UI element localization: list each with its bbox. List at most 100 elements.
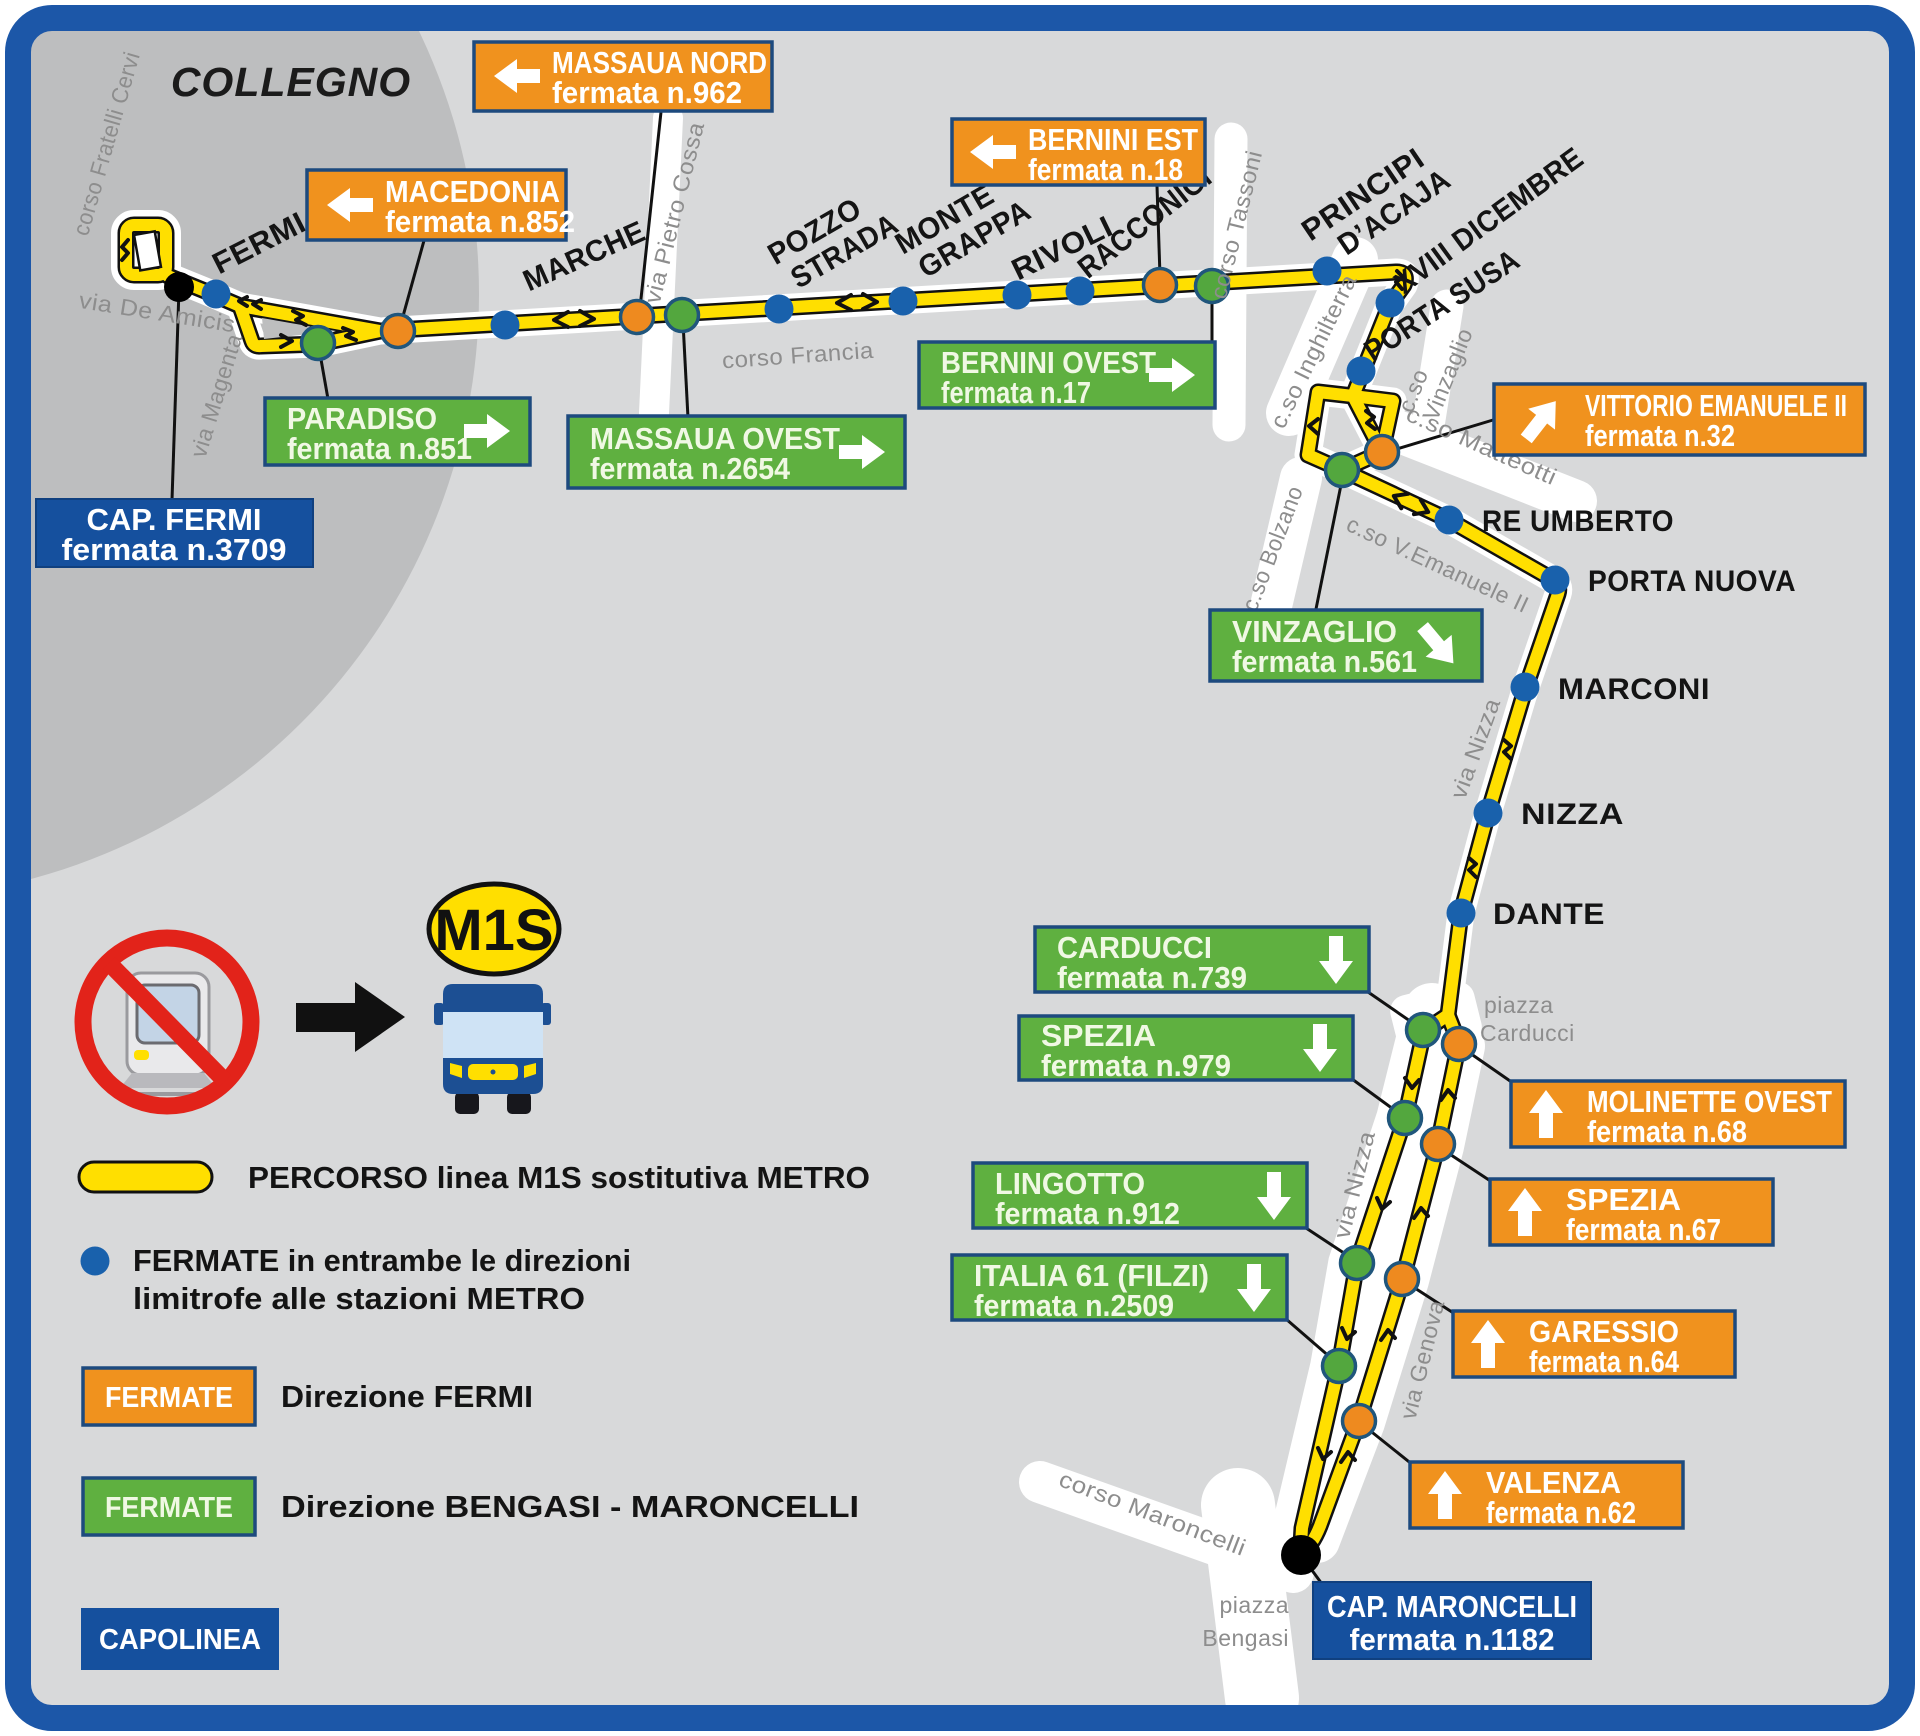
dot-spezia-67	[1419, 1125, 1457, 1163]
svg-text:BERNINI OVEST: BERNINI OVEST	[941, 345, 1156, 380]
stop-box-bernini-ovest: BERNINI OVEST fermata n.17	[917, 340, 1217, 410]
svg-text:ITALIA 61 (FILZI): ITALIA 61 (FILZI)	[974, 1258, 1209, 1293]
svg-text:fermata n.852: fermata n.852	[385, 204, 575, 239]
bus-front-icon	[434, 984, 551, 1114]
legend: M1S PERCORSO linea M1S	[74, 881, 870, 1670]
label-piazza-bengasi-line1: piazza	[1220, 1592, 1289, 1618]
connector-lines	[170, 111, 1514, 1585]
svg-text:fermata n.18: fermata n.18	[1028, 152, 1183, 187]
dot-principi-dacaja	[1312, 256, 1342, 286]
svg-text:fermata n.2654: fermata n.2654	[590, 451, 791, 486]
dot-italia-61	[1320, 1347, 1358, 1385]
stop-box-carducci: CARDUCCI fermata n.739	[1033, 925, 1371, 995]
station-porta-nuova: PORTA NUOVA	[1588, 565, 1796, 598]
svg-text:VINZAGLIO: VINZAGLIO	[1232, 614, 1397, 649]
station-nizza: NIZZA	[1521, 798, 1624, 831]
legend-fermate-both-line2: limitrofe alle stazioni METRO	[133, 1281, 585, 1316]
stop-box-lingotto: LINGOTTO fermata n.912	[971, 1161, 1309, 1231]
svg-text:SPEZIA: SPEZIA	[1041, 1018, 1156, 1053]
svg-text:CARDUCCI: CARDUCCI	[1057, 930, 1212, 965]
svg-text:fermata n.962: fermata n.962	[552, 75, 742, 110]
dot-porta-susa	[1346, 356, 1376, 386]
svg-text:fermata n.1182: fermata n.1182	[1350, 1622, 1555, 1657]
stop-box-cap-fermi: CAP. FERMI fermata n.3709	[35, 498, 314, 568]
stop-box-italia-61: ITALIA 61 (FILZI) fermata n.2509	[950, 1253, 1289, 1323]
stop-box-spezia-67: SPEZIA fermata n.67	[1488, 1177, 1775, 1247]
svg-text:MOLINETTE OVEST: MOLINETTE OVEST	[1587, 1084, 1832, 1119]
svg-text:VITTORIO EMANUELE II: VITTORIO EMANUELE II	[1585, 388, 1847, 423]
arrow-down-right-icon	[1417, 622, 1454, 664]
metro-stop-dots	[201, 256, 1570, 928]
route-chevrons	[120, 238, 1513, 1464]
stop-box-macedonia: MACEDONIA fermata n.852	[305, 168, 575, 242]
dot-spezia-979	[1386, 1099, 1424, 1137]
station-re-umberto: RE UMBERTO	[1482, 505, 1674, 538]
m1s-bus-icon: M1S	[426, 881, 562, 1114]
map-frame	[5, 5, 1915, 1731]
svg-text:fermata n.739: fermata n.739	[1057, 960, 1247, 995]
arrow-down-icon	[1257, 1172, 1291, 1220]
dot-vinzaglio	[1323, 451, 1361, 489]
arrow-up-right-icon	[1520, 401, 1556, 444]
legend-direzione-bengasi: Direzione BENGASI - MARONCELLI	[281, 1489, 859, 1524]
svg-text:CAP. FERMI: CAP. FERMI	[87, 502, 262, 537]
legend-percorso-label: PERCORSO linea M1S sostitutiva METRO	[248, 1160, 870, 1195]
legend-fermate-green-label: FERMATE	[105, 1492, 233, 1524]
svg-text:fermata n.851: fermata n.851	[287, 431, 472, 466]
region-label-collegno: COLLEGNO	[171, 59, 411, 105]
dot-nizza	[1473, 798, 1503, 828]
svg-text:CAP. MARONCELLI: CAP. MARONCELLI	[1327, 1589, 1577, 1624]
dot-lingotto	[1338, 1244, 1376, 1282]
fermi-depot	[132, 229, 163, 272]
legend-direzione-fermi: Direzione FERMI	[281, 1379, 533, 1414]
arrow-down-icon	[1237, 1264, 1271, 1312]
stop-box-bernini-est: BERNINI EST fermata n.18	[950, 117, 1207, 187]
svg-text:fermata n.2509: fermata n.2509	[974, 1288, 1174, 1323]
stop-box-cap-maroncelli: CAP. MARONCELLI fermata n.1182	[1312, 1581, 1592, 1660]
no-metro-icon	[74, 929, 260, 1115]
svg-text:BERNINI EST: BERNINI EST	[1028, 122, 1198, 157]
arrow-up-icon	[1428, 1471, 1462, 1519]
fermi-direction-dots	[379, 266, 1478, 1440]
dot-bernini-ovest	[1193, 267, 1231, 305]
dot-monte-grappa	[888, 286, 918, 316]
stop-box-spezia-979: SPEZIA fermata n.979	[1017, 1014, 1355, 1083]
dot-cap-fermi	[164, 272, 194, 302]
arrow-left-icon	[494, 59, 540, 93]
dot-re-umberto	[1434, 505, 1464, 535]
svg-text:fermata n.62: fermata n.62	[1486, 1495, 1636, 1530]
arrow-right-icon	[464, 414, 510, 448]
stop-box-massaua-nord: MASSAUA NORD fermata n.962	[472, 40, 774, 113]
svg-text:fermata n.979: fermata n.979	[1041, 1048, 1231, 1083]
collegno-area	[18, 18, 479, 900]
stop-box-molinette-ovest: MOLINETTE OVEST fermata n.68	[1509, 1079, 1847, 1149]
svg-text:GARESSIO: GARESSIO	[1529, 1314, 1679, 1349]
stop-box-vinzaglio: VINZAGLIO fermata n.561	[1208, 608, 1484, 683]
svg-text:PARADISO: PARADISO	[287, 401, 437, 436]
dot-molinette-ovest	[1440, 1025, 1478, 1063]
legend-fermate-orange-box	[81, 1366, 257, 1427]
station-dante: DANTE	[1493, 898, 1605, 931]
station-marconi: MARCONI	[1558, 673, 1710, 706]
dot-macedonia	[379, 312, 417, 350]
arrow-right-icon	[839, 435, 885, 469]
dot-marconi	[1510, 672, 1540, 702]
dot-paradiso	[299, 324, 337, 362]
dot-xviii-dicembre	[1375, 288, 1405, 318]
bengasi-direction-dots	[299, 267, 1442, 1385]
dot-carducci	[1404, 1011, 1442, 1049]
svg-text:fermata n.32: fermata n.32	[1585, 418, 1735, 453]
arrow-down-icon	[1319, 936, 1353, 984]
svg-text:fermata n.68: fermata n.68	[1587, 1114, 1747, 1149]
legend-metro-dot	[80, 1246, 110, 1276]
dot-cap-maroncelli	[1281, 1535, 1321, 1575]
svg-text:MASSAUA NORD: MASSAUA NORD	[552, 45, 767, 80]
dot-garessio	[1383, 1260, 1421, 1298]
svg-text:fermata n.912: fermata n.912	[995, 1196, 1180, 1231]
arrow-up-icon	[1471, 1320, 1505, 1368]
dot-dante	[1446, 898, 1476, 928]
stop-box-paradiso: PARADISO fermata n.851	[263, 396, 532, 467]
arrow-right-icon	[1149, 358, 1195, 392]
stop-box-vittorio-emanuele: VITTORIO EMANUELE II fermata n.32	[1492, 382, 1867, 457]
